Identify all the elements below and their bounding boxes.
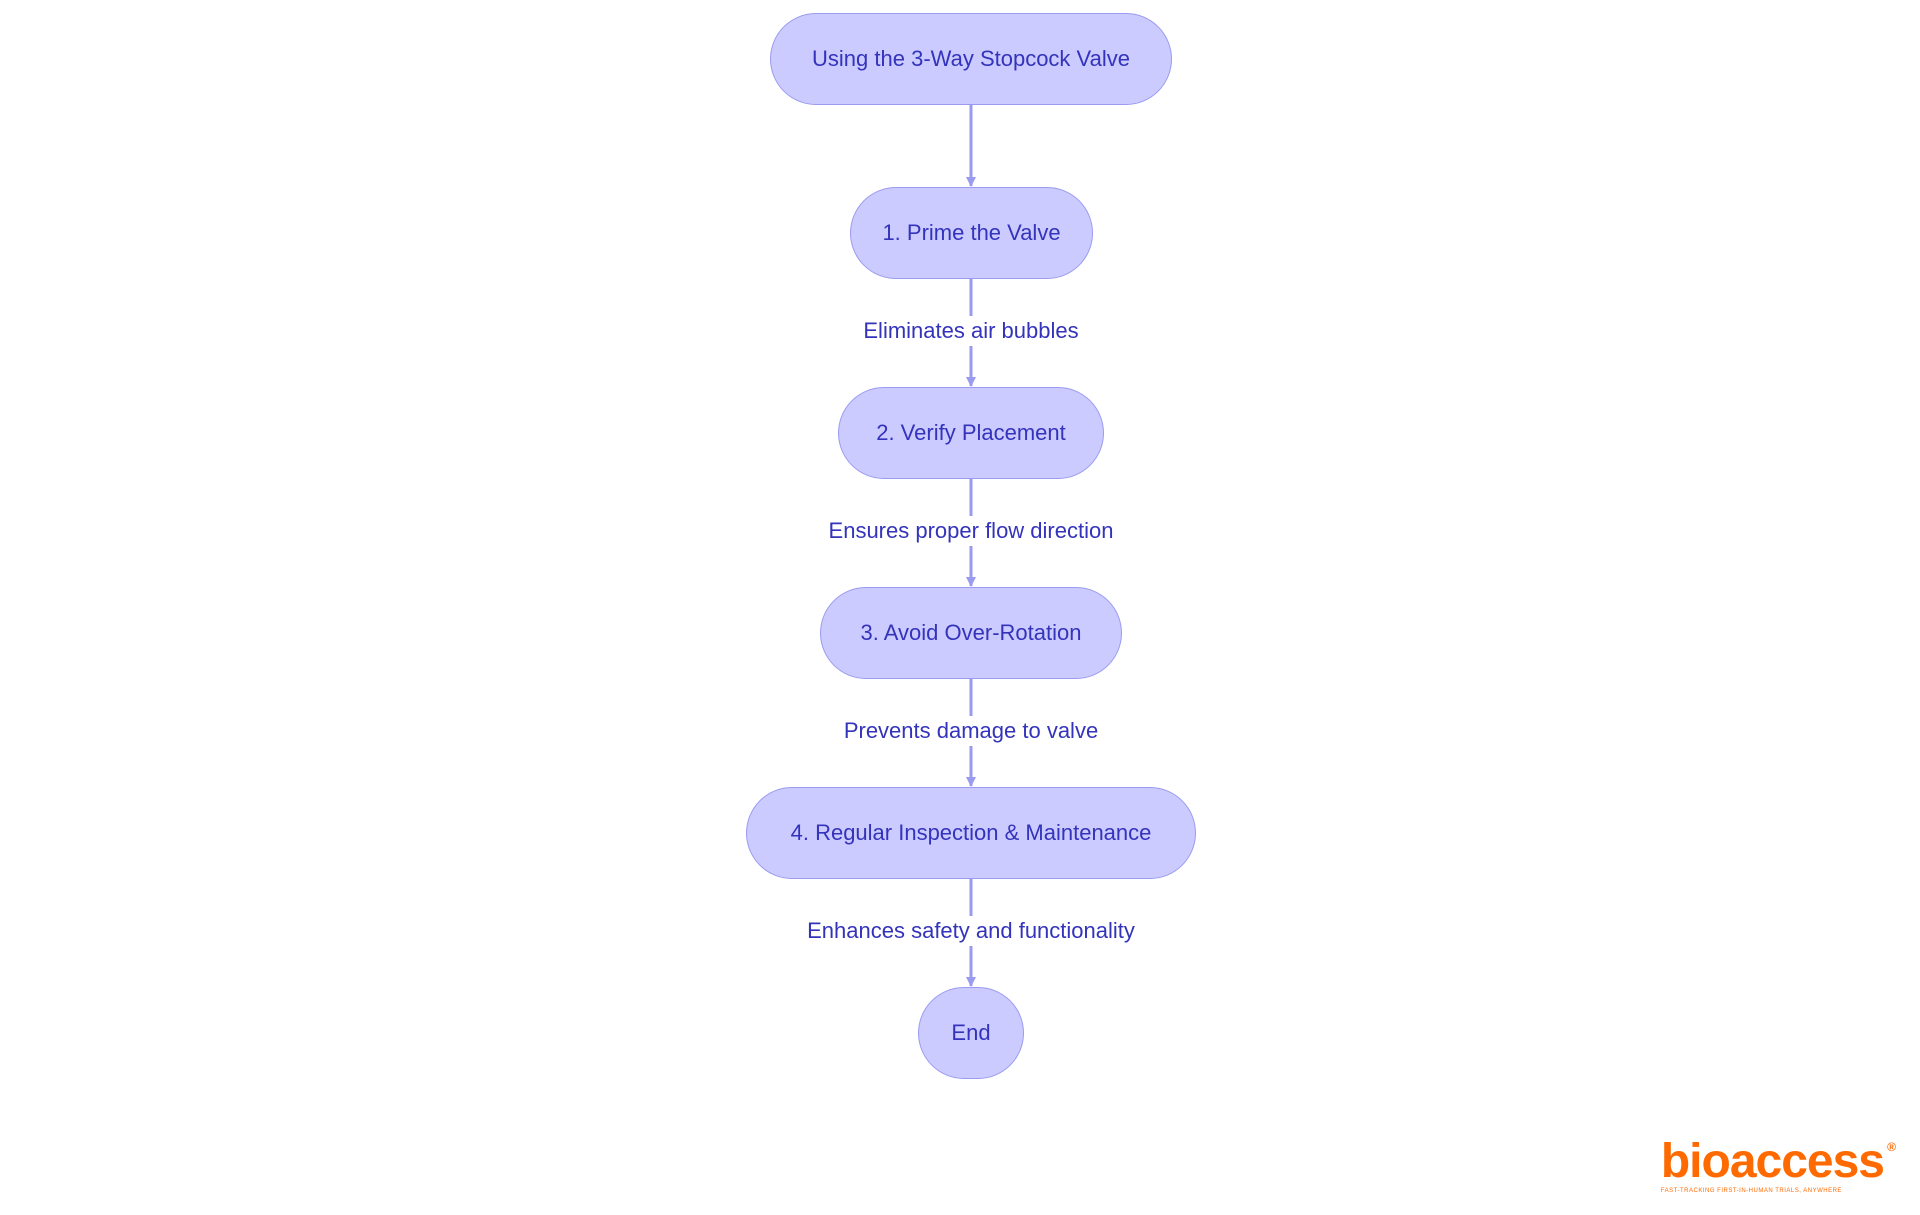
edge-label-4: Enhances safety and functionality (803, 916, 1139, 946)
edge-label-3: Prevents damage to valve (839, 716, 1103, 746)
logo-tagline: FAST-TRACKING FIRST-IN-HUMAN TRIALS, ANY… (1660, 1188, 1842, 1194)
logo-registered-mark: ® (1887, 1140, 1896, 1154)
node-start: Using the 3-Way Stopcock Valve (770, 13, 1172, 105)
node-step-1: 1. Prime the Valve (850, 187, 1093, 279)
node-step-3: 3. Avoid Over-Rotation (820, 587, 1122, 679)
edge-label-2: Ensures proper flow direction (824, 516, 1118, 546)
edge-label-1: Eliminates air bubbles (859, 316, 1083, 346)
node-step-4: 4. Regular Inspection & Maintenance (746, 787, 1196, 879)
bioaccess-logo: bioaccess ® FAST-TRACKING FIRST-IN-HUMAN… (1660, 1135, 1896, 1195)
node-step-2: 2. Verify Placement (838, 387, 1104, 479)
node-end: End (918, 987, 1024, 1079)
logo-wordmark: bioaccess (1660, 1135, 1885, 1188)
